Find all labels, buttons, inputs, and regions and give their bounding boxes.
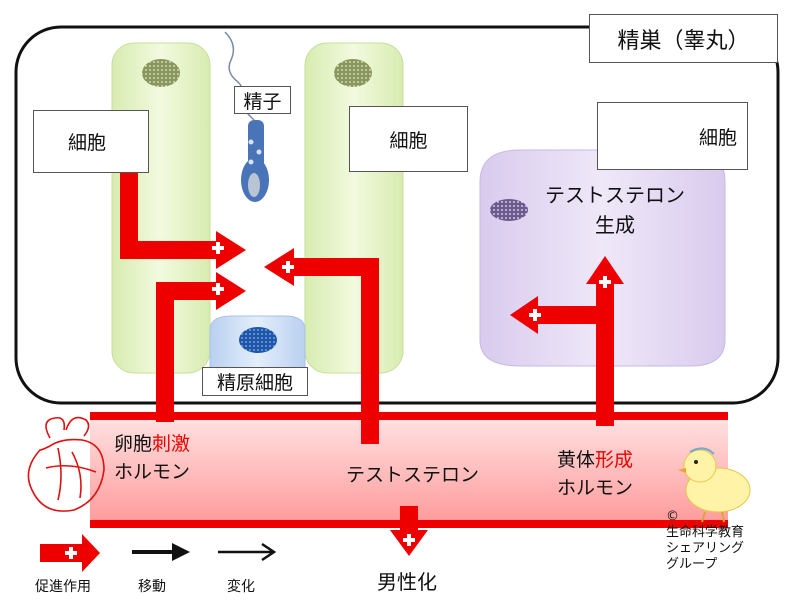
fsh-text-part1: 卵胞 xyxy=(114,433,153,455)
nucleus-left xyxy=(142,59,180,87)
plus-marks xyxy=(212,242,611,546)
spermatogonia-label: 精原細胞 xyxy=(202,367,308,396)
cell-label-middle: 細胞 xyxy=(349,106,468,172)
legend-promote-symbol xyxy=(40,534,100,572)
heart-icon xyxy=(27,416,105,512)
sperm-text: 精子 xyxy=(243,90,282,113)
testosterone-production-label: テストステロン 生成 xyxy=(510,180,720,240)
credit-line2: シェアリング xyxy=(666,541,745,556)
cell-right-text: 細胞 xyxy=(698,126,737,149)
cell-label-right: 細胞 xyxy=(597,102,748,170)
copyright-mark: © xyxy=(666,509,679,524)
fsh-text-part2: 刺激 xyxy=(152,433,191,455)
lh-text-part2: 形成 xyxy=(595,449,634,471)
spermatogonia-text: 精原細胞 xyxy=(216,372,293,394)
legend-promote-text: 促進作用 xyxy=(35,579,91,595)
lh-text-line2: ホルモン xyxy=(557,477,634,499)
title-box: 精巣（睾丸） xyxy=(589,14,778,63)
testosterone-production-line1: テストステロン xyxy=(545,183,685,207)
arrow-sertoli-to-sperm xyxy=(120,173,246,269)
page-title: 精巣（睾丸） xyxy=(617,28,750,54)
chick-mascot-icon xyxy=(678,447,751,523)
spermatogonia-cell xyxy=(209,315,306,369)
legend-change-text: 変化 xyxy=(227,579,255,595)
legend-move-symbol xyxy=(132,543,190,561)
blood-vessel-top-edge xyxy=(90,412,728,420)
legend-change-label: 変化 xyxy=(227,576,255,596)
masculinization-text: 男性化 xyxy=(377,570,437,594)
legend-promote-label: 促進作用 xyxy=(35,576,91,596)
masculinization-label: 男性化 xyxy=(377,566,437,595)
testosterone-blood-text: テストステロン xyxy=(346,464,480,486)
arrow-fsh-to-sertoli xyxy=(156,272,246,422)
legend-move-text: 移動 xyxy=(138,579,166,595)
arrow-testosterone-to-sertoli xyxy=(264,248,379,444)
legend-move-label: 移動 xyxy=(138,576,166,596)
nucleus-right xyxy=(334,59,372,87)
fsh-label: 卵胞刺激 ホルモン xyxy=(114,430,190,486)
cell-label-left: 細胞 xyxy=(33,110,149,173)
arrow-lh-to-leydig xyxy=(510,256,624,426)
legend-change-symbol xyxy=(218,542,277,562)
fsh-text-line2: ホルモン xyxy=(114,461,191,483)
credit-line3: グループ xyxy=(666,557,718,572)
lh-text-part1: 黄体 xyxy=(557,449,596,471)
testosterone-blood-label: テストステロン xyxy=(346,460,479,487)
cell-left-text: 細胞 xyxy=(68,132,107,154)
cell-middle-text: 細胞 xyxy=(389,129,428,152)
sperm-label: 精子 xyxy=(234,86,291,114)
sertoli-cell-right xyxy=(304,42,404,374)
credit-line1: 生命科学教育 xyxy=(666,525,745,540)
testosterone-production-line2: 生成 xyxy=(595,213,635,237)
lh-label: 黄体形成 ホルモン xyxy=(557,446,633,502)
credit-block: © 生命科学教育 シェアリング グループ xyxy=(666,509,744,573)
